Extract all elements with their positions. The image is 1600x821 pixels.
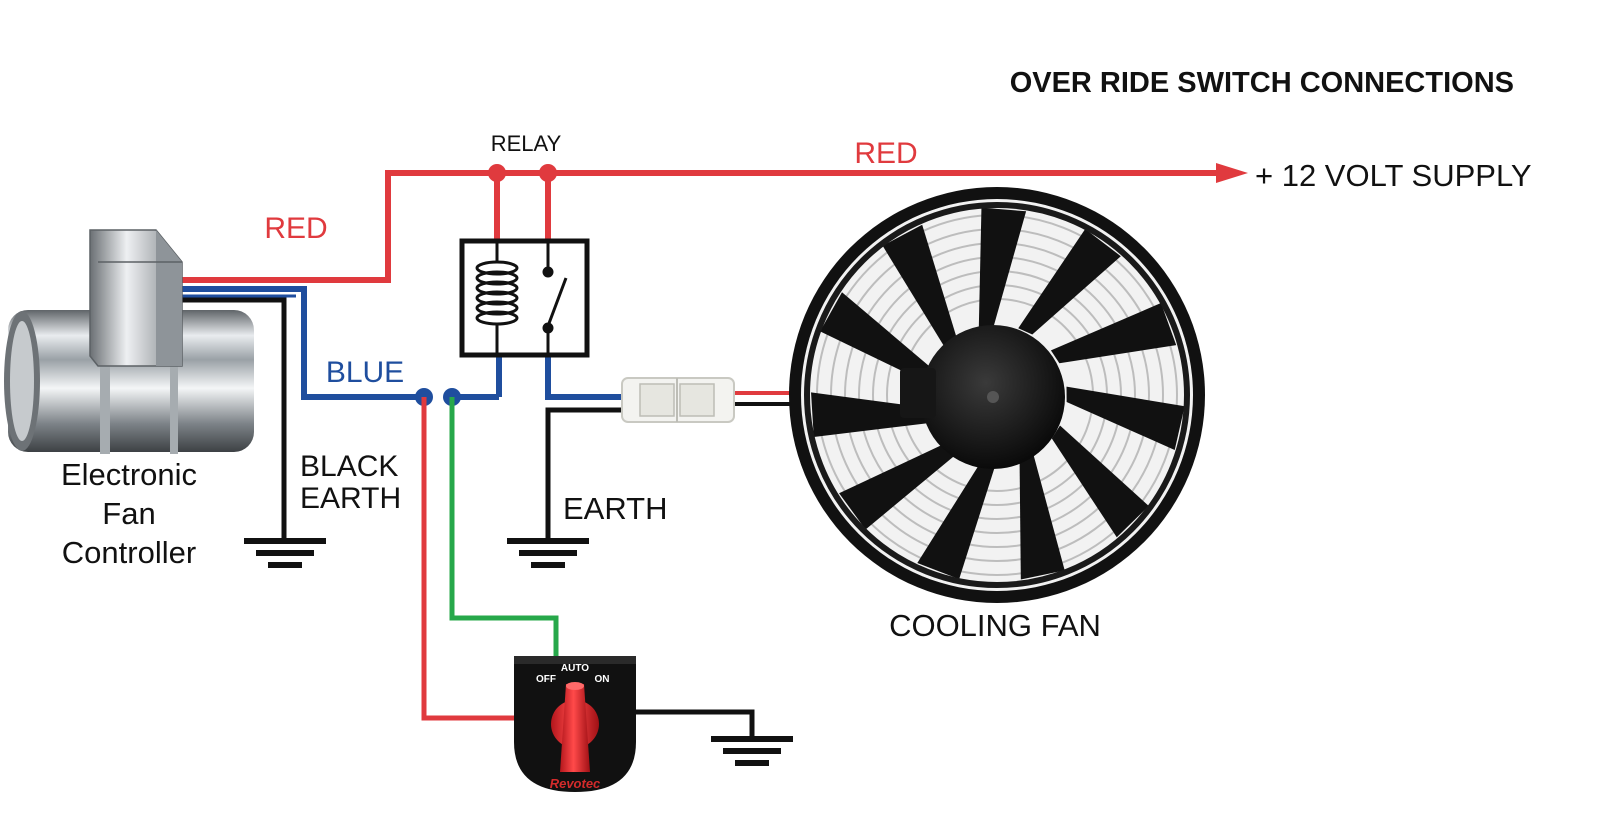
fan-blade xyxy=(839,443,958,530)
cooling-fan-image xyxy=(789,187,1205,603)
fan-lead-wires xyxy=(734,391,800,406)
blue-signal-wire xyxy=(182,286,502,406)
controller-label-line1: Electronic xyxy=(61,457,197,492)
red-wire-label-top: RED xyxy=(854,137,917,170)
junction-dot xyxy=(539,164,557,182)
earth-symbol-icon xyxy=(711,736,793,766)
fan-blade xyxy=(1050,303,1177,364)
relay-contact-icon xyxy=(542,243,568,353)
switch-red-wire xyxy=(421,397,514,721)
fan-blade xyxy=(1019,454,1065,580)
switch-earth-wire xyxy=(636,709,755,738)
fan-blade xyxy=(917,462,996,580)
relay-coil-icon xyxy=(475,243,519,353)
earth-symbol-icon xyxy=(507,538,589,568)
red-wire-label-left: RED xyxy=(264,212,327,245)
relay-earth-wire xyxy=(545,407,622,540)
earth-label: EARTH xyxy=(563,491,668,526)
relay-output-wire xyxy=(545,355,622,400)
relay-component xyxy=(459,238,590,358)
switch-on-label: ON xyxy=(595,674,610,685)
fan-blade xyxy=(1018,228,1121,335)
fan-controller-image xyxy=(4,229,254,454)
supply-arrow-icon xyxy=(1216,163,1248,183)
switch-brand-logo: Revotec xyxy=(550,776,601,791)
fan-blade xyxy=(1051,425,1149,538)
fan-blade xyxy=(811,392,933,438)
earth-symbol-icon xyxy=(244,538,326,568)
black-earth-label-line1: BLACK xyxy=(300,450,398,483)
controller-label-line3: Controller xyxy=(62,535,196,570)
fan-connector xyxy=(621,377,735,423)
diagram-title: OVER RIDE SWITCH CONNECTIONS xyxy=(1010,67,1514,99)
junction-dot xyxy=(488,164,506,182)
controller-earth-wire xyxy=(182,297,287,540)
switch-auto-label: AUTO xyxy=(561,663,589,674)
relay-label: RELAY xyxy=(491,131,562,156)
override-switch: OFF AUTO ON Revotec xyxy=(514,656,636,792)
fan-blade xyxy=(978,207,1027,328)
controller-label-line2: Fan xyxy=(102,496,155,531)
fan-blade xyxy=(820,292,933,384)
switch-green-wire xyxy=(449,397,559,660)
switch-off-label: OFF xyxy=(536,674,556,685)
red-supply-wire xyxy=(182,163,1248,283)
blue-wire-label: BLUE xyxy=(326,356,404,389)
fan-blades xyxy=(811,207,1185,580)
switch-knob-icon xyxy=(551,682,599,772)
fan-blade xyxy=(882,224,957,348)
cooling-fan-label: COOLING FAN xyxy=(889,608,1101,643)
fan-blade xyxy=(1066,386,1185,450)
supply-label: + 12 VOLT SUPPLY xyxy=(1255,158,1532,193)
black-earth-label-line2: EARTH xyxy=(300,482,401,515)
